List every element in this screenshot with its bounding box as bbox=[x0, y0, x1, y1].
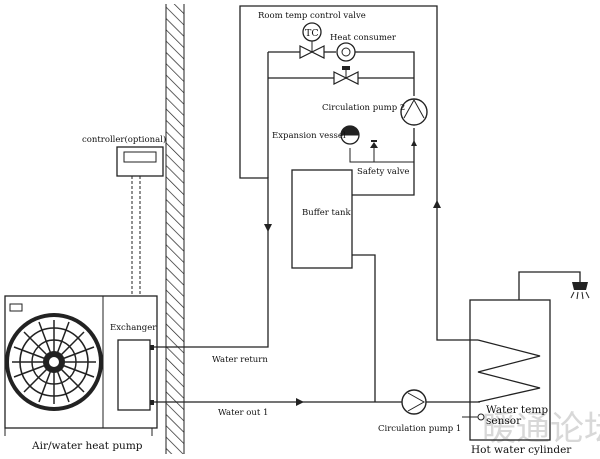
hot-water-cylinder bbox=[469, 299, 551, 441]
bypass-valve bbox=[333, 66, 359, 85]
label-sensor: sensor bbox=[486, 415, 522, 427]
label-room-temp-valve: Room temp control valve bbox=[258, 11, 366, 21]
svg-text:TC: TC bbox=[305, 28, 319, 39]
label-circulation-pump-2: Circulation pump 2 bbox=[322, 103, 405, 113]
label-hot-water-cylinder: Hot water cylinder bbox=[471, 444, 572, 456]
flow-arrows bbox=[264, 140, 441, 406]
label-heat-consumer: Heat consumer bbox=[330, 33, 397, 43]
shower-icon bbox=[570, 282, 590, 300]
water-temp-sensor bbox=[462, 413, 485, 421]
circulation-pump-1 bbox=[401, 389, 427, 415]
watermark: 暖通论坛 bbox=[482, 409, 600, 449]
tc-sensor-icon bbox=[302, 22, 322, 42]
label-heat-pump: Air/water heat pump bbox=[31, 440, 143, 452]
fan-icon bbox=[5, 313, 103, 411]
label-circulation-pump-1: Circulation pump 1 bbox=[378, 424, 461, 434]
label-water-out: Water out 1 bbox=[218, 408, 268, 418]
expansion-vessel bbox=[340, 125, 360, 145]
circulation-pump-2 bbox=[400, 98, 428, 126]
safety-valve bbox=[370, 140, 378, 162]
label-expansion-vessel: Expansion vessel bbox=[272, 131, 346, 141]
label-controller: controller(optional) bbox=[82, 134, 166, 145]
label-safety-valve: Safety valve bbox=[357, 167, 409, 177]
exchanger bbox=[117, 339, 151, 411]
heat-consumer bbox=[336, 42, 358, 62]
pipework bbox=[154, 5, 581, 403]
controller bbox=[116, 146, 164, 294]
label-water-temp: Water temp bbox=[486, 404, 548, 416]
room-temp-valve: TC bbox=[299, 22, 336, 59]
label-buffer-tank: Buffer tank bbox=[302, 208, 352, 218]
heat-pump-unit bbox=[4, 295, 158, 436]
label-exchanger: Exchanger bbox=[110, 323, 157, 333]
wall bbox=[165, 4, 185, 454]
buffer-tank bbox=[291, 169, 353, 269]
label-water-return: Water return bbox=[212, 355, 268, 365]
